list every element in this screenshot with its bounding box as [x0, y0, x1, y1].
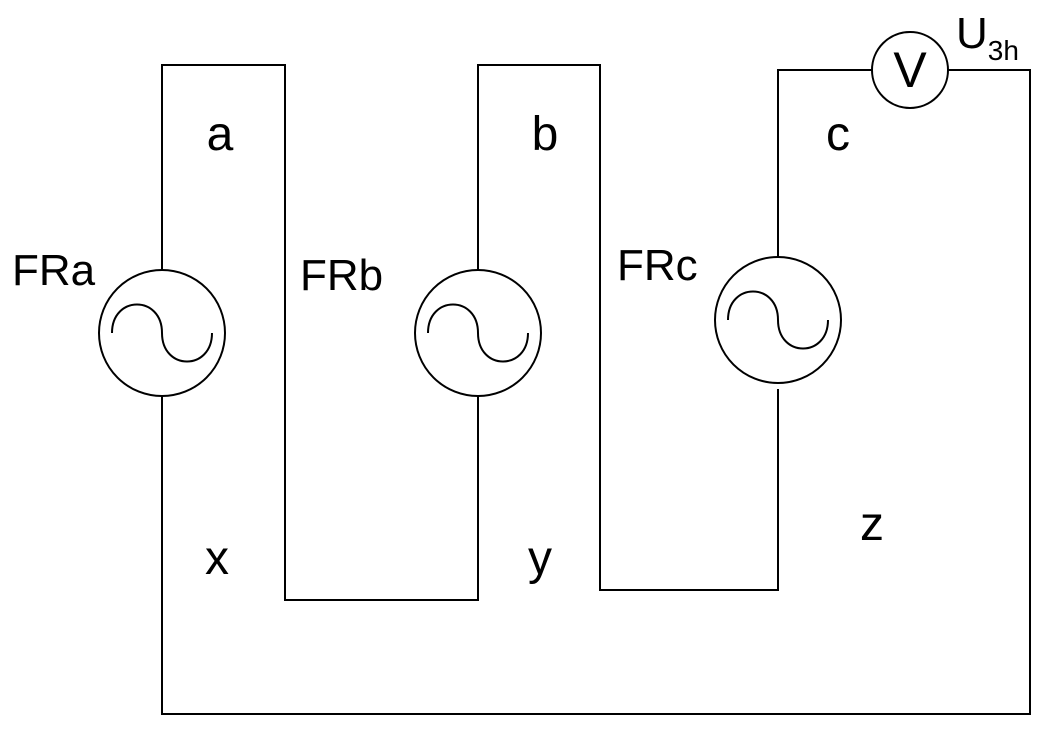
- voltmeter-label: U3h: [956, 9, 1019, 66]
- sine-wave-icon: [111, 303, 213, 363]
- voltmeter-symbol: V: [893, 42, 927, 98]
- terminal-label-a: a: [207, 108, 234, 161]
- return-wire: [161, 69, 1031, 715]
- sine-wave-icon: [427, 303, 529, 363]
- voltmeter-label-subscript: 3h: [988, 35, 1019, 66]
- source-frc: [714, 256, 842, 384]
- source-label-fra: FRa: [12, 246, 96, 295]
- source-label-frb: FRb: [300, 251, 383, 300]
- terminal-label-b: b: [532, 108, 559, 161]
- voltmeter: V: [871, 31, 949, 109]
- voltmeter-label-main: U: [956, 9, 988, 58]
- sine-wave-icon: [727, 290, 829, 350]
- terminal-label-x: x: [205, 532, 229, 585]
- source-label-frc: FRc: [617, 241, 698, 290]
- source-frb: [414, 269, 542, 397]
- terminal-label-c: c: [826, 108, 850, 161]
- c-lead-wire: [777, 69, 873, 259]
- terminal-label-z: z: [860, 498, 884, 551]
- terminal-label-y: y: [528, 532, 552, 585]
- source-fra: [98, 269, 226, 397]
